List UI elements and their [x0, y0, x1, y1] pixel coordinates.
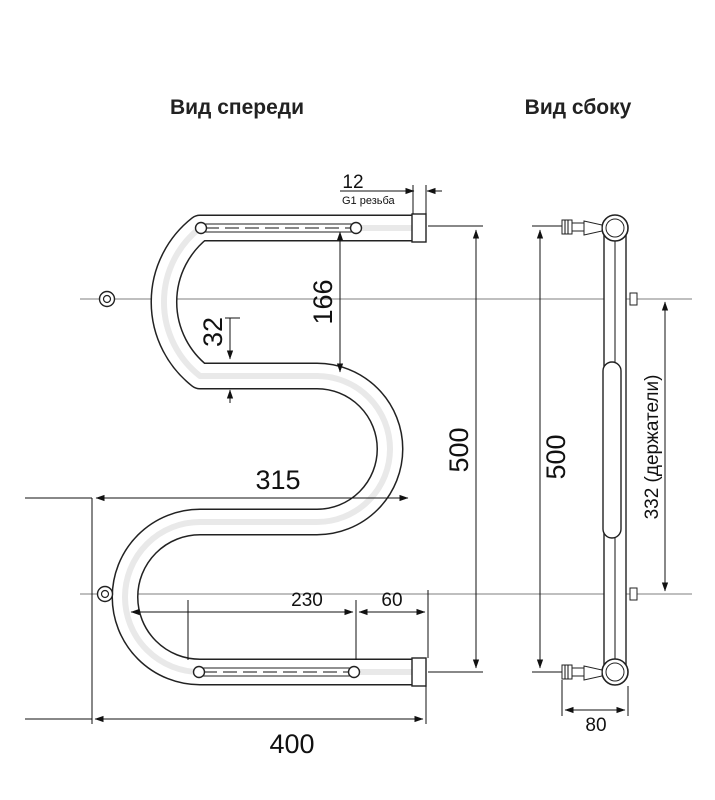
dim-thread-note: G1 резьба	[342, 195, 396, 207]
holder-lower	[96, 585, 114, 603]
pipe-end-top	[411, 213, 427, 243]
dim-230-value: 230	[291, 590, 323, 611]
dim-500-side: 500	[536, 229, 571, 669]
dim-thread: 12 G1 резьба	[340, 172, 442, 214]
pipe-end-bottom	[411, 657, 427, 687]
towel-rail-front	[111, 214, 420, 686]
dim-500-front-value: 500	[444, 427, 474, 472]
bottom-slot	[192, 665, 361, 679]
dim-400: 400	[25, 498, 427, 759]
holder-upper	[98, 290, 116, 308]
dim-400-value: 400	[269, 729, 314, 759]
fitting-bottom	[532, 664, 603, 681]
dim-332: 332 (держатели)	[642, 301, 669, 592]
front-view-title: Вид спереди	[170, 96, 304, 119]
dim-315-value: 315	[255, 465, 300, 495]
dim-166: 166	[308, 231, 344, 373]
dim-80: 80	[561, 680, 629, 736]
dim-166-value: 166	[308, 279, 338, 324]
dim-60-value: 60	[381, 590, 402, 611]
dim-230-60: 230 60	[130, 590, 429, 660]
dim-332-value: 332 (держатели)	[642, 375, 663, 520]
dim-32-value: 32	[198, 317, 228, 347]
dim-500-side-value: 500	[541, 434, 571, 479]
side-view-title: Вид сбоку	[525, 96, 632, 119]
dim-80-value: 80	[585, 715, 606, 736]
fitting-top	[532, 219, 603, 236]
dim-thread-value: 12	[342, 172, 363, 193]
towel-rail-side	[601, 214, 638, 686]
dim-500-front: 500	[428, 225, 483, 673]
dim-315: 315	[25, 465, 409, 502]
dim-32: 32	[198, 317, 240, 403]
top-slot	[194, 221, 363, 235]
